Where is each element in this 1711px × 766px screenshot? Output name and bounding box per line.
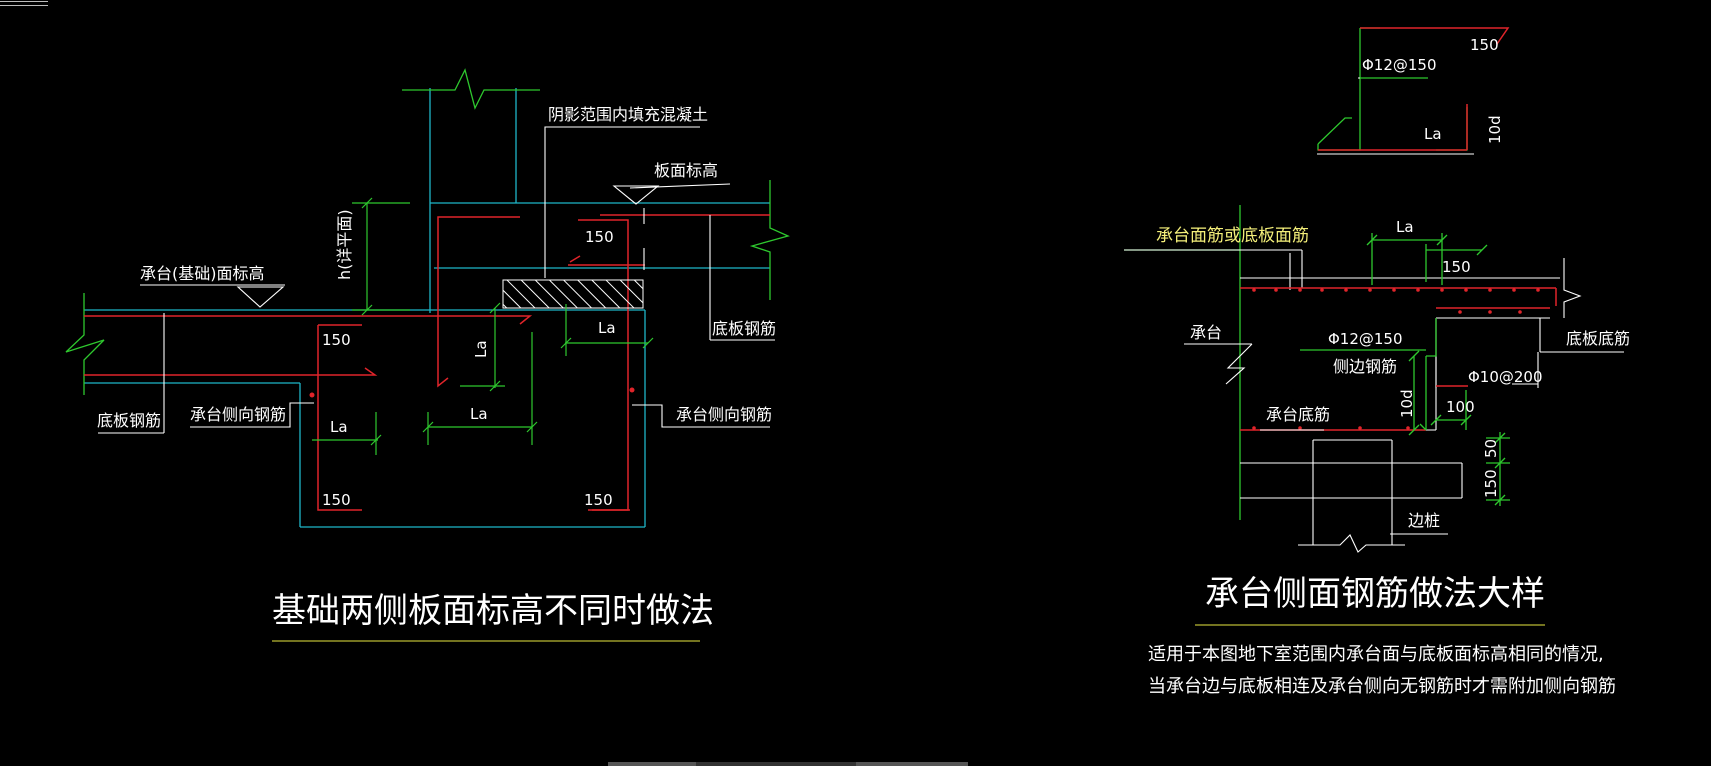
rebar-spec-label: Φ12@150: [1328, 330, 1403, 348]
note-line-1: 适用于本图地下室范围内承台面与底板面标高相同的情况,: [1148, 644, 1604, 665]
column-break-line: [402, 68, 540, 110]
la-top-dim: La: [1396, 218, 1414, 236]
dim-10d-right: 10d: [1398, 389, 1416, 418]
cap-outline: [84, 309, 646, 528]
la-left: La: [330, 418, 348, 436]
la-vertical: La: [472, 340, 490, 358]
bottom-rebar-right-label: 底板钢筋: [712, 319, 776, 338]
red-dots: [309, 387, 635, 398]
note-line-2: 当承台边与底板相连及承台侧向无钢筋时才需附加侧向钢筋: [1148, 676, 1616, 697]
dim-100: 100: [1446, 398, 1475, 416]
dim-150-bottom-right: 150: [584, 491, 613, 509]
la-right: La: [598, 319, 616, 337]
column-outline: [429, 88, 770, 313]
left-slab-break: [65, 293, 105, 395]
menu-lines-icon: [0, 1, 48, 6]
right-slab-break: [749, 180, 790, 300]
left-title: 基础两侧板面标高不同时做法: [272, 591, 714, 631]
slab-bottom-rebar-label: 底板底筋: [1566, 329, 1630, 348]
cap-section-lines: [1124, 205, 1624, 553]
right-detail: Φ12@150 150 La 10d: [1124, 27, 1630, 697]
side-rebar-label: 侧边钢筋: [1333, 357, 1397, 376]
top-rebar-spec: Φ12@150: [1362, 56, 1437, 74]
pile-cap-top-elevation-label: 承台(基础)面标高: [140, 264, 265, 283]
cap-bottom-rebar-label: 承台底筋: [1266, 405, 1330, 424]
top-bar-detail: [1317, 27, 1510, 155]
annotation-lines: [98, 126, 775, 434]
bottom-rebar-left-label: 底板钢筋: [97, 411, 161, 430]
h-dimension-label: h(详平面): [335, 209, 354, 280]
edge-pile-label: 边桩: [1408, 511, 1440, 530]
right-leader-lines: [1124, 249, 1624, 535]
horizontal-scrollbar[interactable]: [608, 762, 968, 766]
dimension-lines: [312, 197, 654, 455]
dim-50: 50: [1482, 439, 1500, 458]
dim-150-bottom-left: 150: [322, 491, 351, 509]
right-green-lines: [1124, 233, 1510, 506]
red-rebars: [84, 214, 770, 511]
concrete-fill-hatch: [502, 279, 644, 309]
right-title: 承台侧面钢筋做法大样: [1205, 574, 1545, 614]
top-dim-150: 150: [1470, 36, 1499, 54]
dim-150-top-left: 150: [322, 331, 351, 349]
cap-top-rebar-label: 承台面筋或底板面筋: [1156, 226, 1309, 246]
dim-150-bottom: 150: [1482, 469, 1500, 498]
side-rebar-left-label: 承台侧向钢筋: [190, 405, 286, 424]
cap-label: 承台: [1190, 323, 1222, 342]
scrollbar-thumb[interactable]: [696, 762, 856, 766]
left-detail: 阴影范围内填充混凝土 板面标高 承台(基础)面标高 h(详平面) 底板钢筋 底板…: [65, 68, 790, 642]
rebar-dots: [1252, 288, 1540, 430]
slab-top-elevation-label: 板面标高: [654, 161, 718, 180]
dim-150-top-right: 150: [585, 228, 614, 246]
stirrup-label: Φ10@200: [1468, 368, 1543, 386]
top-dim-10d: 10d: [1486, 115, 1504, 144]
dim-150-right: 150: [1442, 258, 1471, 276]
side-rebar-right-label: 承台侧向钢筋: [676, 405, 772, 424]
top-la: La: [1424, 125, 1442, 143]
fill-note: 阴影范围内填充混凝土: [548, 105, 708, 124]
la-center: La: [470, 405, 488, 423]
